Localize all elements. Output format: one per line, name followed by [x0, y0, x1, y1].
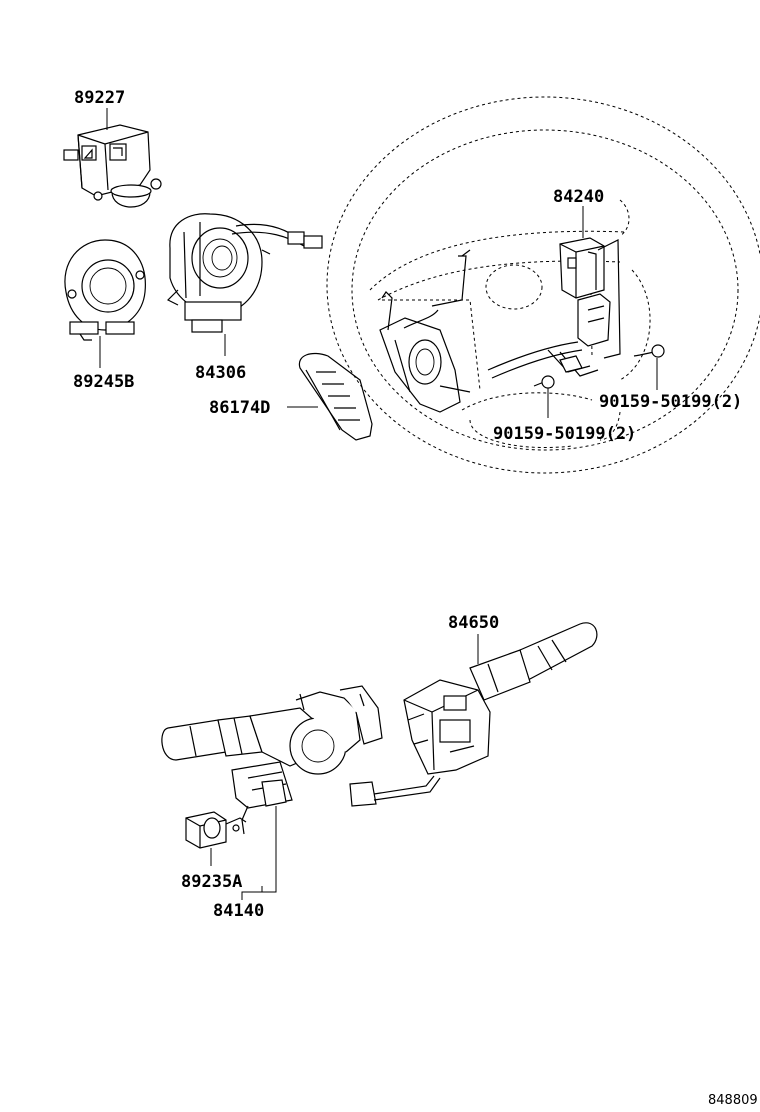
- part-84650-wiper-switch: [349, 622, 598, 807]
- label-89245B: 89245B: [73, 372, 134, 392]
- wheel-harness: [487, 341, 599, 379]
- label-84650: 84650: [448, 613, 499, 633]
- wheel-left-switch: [379, 249, 471, 413]
- screw-right: [633, 344, 665, 358]
- label-84240: 84240: [553, 187, 604, 207]
- screw-left: [533, 375, 555, 389]
- part-89227-module: [63, 124, 162, 208]
- label-89227: 89227: [74, 88, 125, 108]
- label-89235A: 89235A: [181, 872, 242, 892]
- part-84306-spiral-cable: [166, 213, 323, 333]
- label-90159-left: 90159-50199(2): [493, 424, 636, 444]
- label-84140: 84140: [213, 901, 264, 921]
- label-86174D: 86174D: [209, 398, 270, 418]
- part-89245B-sensor: [64, 239, 146, 341]
- label-84306: 84306: [195, 363, 246, 383]
- diagram-reference-number: 848809: [708, 1093, 758, 1108]
- part-84240-switch: [559, 237, 621, 359]
- part-86174D-cover: [298, 352, 373, 441]
- part-89235A-sensor: [185, 811, 247, 849]
- label-90159-right: 90159-50199(2): [599, 392, 742, 412]
- steering-wheel-outline: [326, 96, 760, 474]
- part-84140-switch-assembly: [161, 685, 383, 835]
- leader-84140: [241, 806, 277, 900]
